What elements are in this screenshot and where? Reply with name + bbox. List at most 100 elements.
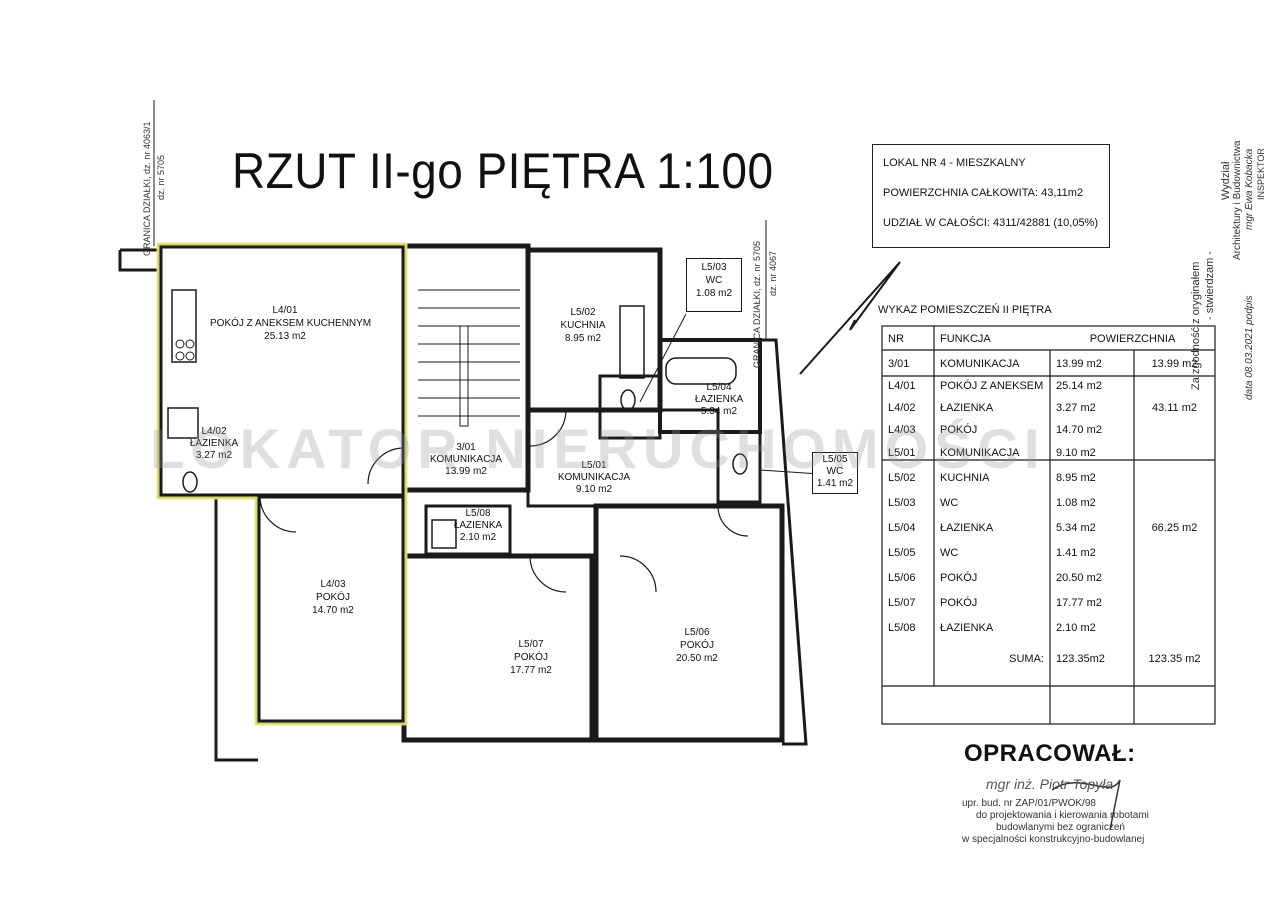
toilet-icon	[620, 389, 636, 411]
certification-stamp: Za zgodność z oryginałem - stwierdzam - …	[1180, 0, 1280, 420]
room-l5-05: L5/05 WC 1.41 m2	[812, 452, 858, 494]
cell-area: 5.34 m2	[1056, 521, 1096, 534]
cell-nr: L4/03	[888, 424, 916, 436]
header-nr: NR	[888, 332, 904, 345]
door-swing-6	[717, 505, 749, 537]
room-id: L5/01	[581, 460, 607, 471]
toilet-icon-2	[732, 453, 748, 475]
table-row: L5/06 POKÓJ 20.50 m2	[882, 565, 1215, 590]
table-header-row: NR FUNKCJA POWIERZCHNIA	[882, 326, 1215, 351]
cell-nr: L4/01	[888, 380, 916, 392]
door-swing-3	[529, 555, 567, 593]
bathtub-icon	[665, 357, 737, 385]
cell-funkcja: ŁAZIENKA	[940, 402, 994, 414]
stairs	[418, 289, 520, 427]
room-area: 8.95 m2	[564, 333, 602, 344]
cell-nr: L5/01	[888, 446, 916, 459]
sum-area: 123.35m2	[1056, 653, 1105, 665]
room-id: L4/03	[320, 579, 346, 590]
table-grid	[881, 325, 1216, 725]
room-name: WC	[705, 275, 723, 286]
boundary-label-left-a: GRANICA DZIAŁKI, dz. nr 4063/1	[142, 121, 152, 256]
room-area: 17.77 m2	[510, 665, 552, 676]
drawing-title: RZUT II-go PIĘTRA 1:100	[232, 143, 774, 199]
cell-group	[1134, 440, 1215, 465]
door-swing-4	[619, 555, 657, 593]
table-row: L4/02 ŁAZIENKA 3.27 m2 43.11 m2	[882, 396, 1215, 420]
cell-area: 14.70 m2	[1056, 424, 1102, 436]
cell-group	[1134, 565, 1215, 590]
boundary-label-left: GRANICA DZIAŁKI, dz. nr 4063/1	[142, 121, 152, 256]
room-name: KOMUNIKACJA	[429, 454, 503, 465]
room-l5-01: L5/01 KOMUNIKACJA 9.10 m2	[552, 460, 636, 496]
cell-funkcja: ŁAZIENKA	[940, 521, 994, 534]
cell-group	[1134, 490, 1215, 515]
author-heading: OPRACOWAŁ:	[964, 740, 1136, 767]
header-powierzchnia: POWIERZCHNIA	[1089, 332, 1176, 345]
table-row: L5/07 POKÓJ 17.77 m2	[882, 590, 1215, 615]
watermark: LOKATOR NIERUCHOMOŚCI	[150, 417, 1046, 480]
cell-area: 20.50 m2	[1056, 571, 1102, 584]
cell-nr: L5/07	[888, 596, 916, 609]
author-scope-3: w specjalności konstrukcyjno-budowlanej	[962, 834, 1145, 845]
shower-icon-2	[431, 519, 457, 549]
boundary-label-mid-a: GRANICA DZIAŁKI, dz. nr 5705	[752, 240, 762, 368]
sum-label: SUMA:	[1009, 653, 1044, 665]
room-l5-04: L5/04 ŁAZIENKA 5.34 m2	[684, 382, 754, 418]
room-area: 2.10 m2	[459, 532, 497, 543]
cell-nr: 3/01	[888, 357, 910, 370]
room-table: NR FUNKCJA POWIERZCHNIA 3/01 KOMUNIKACJA…	[882, 326, 1215, 678]
leader-line-wc	[639, 313, 687, 403]
stamp-line-4: Architektury i Budownictwa	[1232, 140, 1243, 261]
cell-area: 17.77 m2	[1056, 596, 1102, 609]
cell-group	[1134, 465, 1215, 490]
toilet-icon-3	[182, 471, 198, 493]
stamp-line-2: - stwierdzam -	[1204, 250, 1216, 320]
room-l5-08: L5/08 ŁAZIENKA 2.10 m2	[448, 508, 508, 544]
table-row: L5/05 WC 1.41 m2	[882, 540, 1215, 565]
cell-funkcja: POKÓJ	[940, 424, 978, 436]
cell-group: 13.99 m2	[1151, 357, 1198, 370]
table-row: L5/04 ŁAZIENKA 5.34 m2 66.25 m2	[882, 515, 1215, 540]
room-area: 1.41 m2	[816, 478, 854, 489]
room-name: WC	[826, 466, 844, 477]
room-id: L5/03	[701, 262, 727, 273]
room-id: L4/01	[272, 305, 298, 316]
room-name: ŁAZIENKA	[694, 394, 744, 405]
cell-funkcja: WC	[940, 496, 959, 509]
stamp-line-1: Za zgodność z oryginałem	[1190, 261, 1202, 390]
room-l4-02: L4/02 ŁAZIENKA 3.27 m2	[184, 426, 244, 462]
unit-info-line-1: LOKAL NR 4 - MIESZKALNY	[883, 157, 1026, 169]
wall-right-wing	[760, 338, 808, 746]
table-row: L4/03 POKÓJ 14.70 m2	[882, 420, 1215, 440]
room-name: POKÓJ	[316, 592, 350, 603]
cell-group	[1134, 420, 1215, 440]
stamp-line-3: Wydział	[1220, 161, 1232, 200]
cell-area: 3.27 m2	[1056, 402, 1096, 414]
stamp-line-6: INSPEKTOR	[1256, 148, 1266, 200]
cell-funkcja: POKÓJ	[940, 596, 978, 609]
author-scope-2: budowlanymi bez ograniczeń	[996, 822, 1125, 833]
wall-l5-07	[401, 553, 595, 743]
room-id: L5/02	[570, 307, 596, 318]
cell-nr: L5/04	[888, 521, 916, 534]
sum-group: 123.35 m2	[1148, 653, 1201, 665]
room-l4-01: L4/01 POKÓJ Z ANEKSEM KUCHENNYM 25.13 m2	[210, 304, 372, 343]
room-name: KOMUNIKACJA	[557, 472, 631, 483]
room-name: ŁAZIENKA	[453, 520, 503, 531]
cell-area: 8.95 m2	[1056, 471, 1096, 484]
leader-line-wc-2	[759, 469, 821, 475]
cell-area: 25.14 m2	[1056, 380, 1102, 392]
cell-area: 9.10 m2	[1056, 446, 1096, 459]
room-area: 14.70 m2	[312, 605, 354, 616]
north-arrow-icon	[799, 261, 901, 375]
cell-nr: L5/02	[888, 471, 916, 484]
room-l5-03: L5/03 WC 1.08 m2	[686, 258, 742, 312]
boundary-label-mid: GRANICA DZIAŁKI, dz. nr 5705	[752, 241, 762, 368]
cell-group	[1134, 615, 1215, 640]
cell-area: 1.08 m2	[1056, 496, 1096, 509]
cell-funkcja: POKÓJ Z ANEKSEM	[940, 380, 1044, 392]
room-name: POKÓJ Z ANEKSEM KUCHENNYM	[210, 318, 372, 329]
room-area: 3.27 m2	[195, 450, 233, 461]
